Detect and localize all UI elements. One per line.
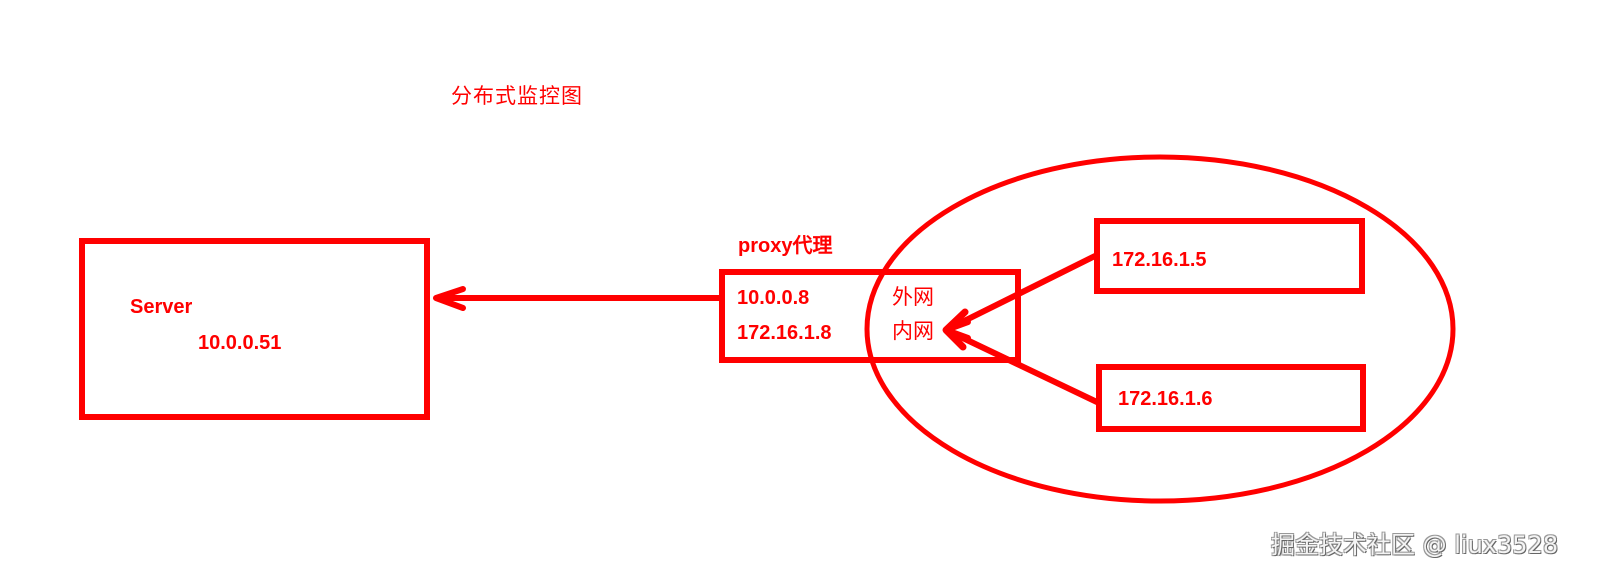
watermark: 掘金技术社区 @ liux3528 xyxy=(1271,531,1559,559)
arrow-agent1-to-proxy xyxy=(944,252,1099,333)
arrowhead-proxy-internal-icon xyxy=(942,308,971,351)
proxy-title: proxy代理 xyxy=(738,235,833,257)
arrow-proxy-to-server xyxy=(433,286,722,311)
intranet-ellipse xyxy=(864,154,1456,504)
proxy-external-ip: 10.0.0.8 xyxy=(737,287,810,309)
agent-box-2 xyxy=(1096,364,1366,432)
server-ip: 10.0.0.51 xyxy=(198,332,282,354)
agent-1-ip: 172.16.1.5 xyxy=(1112,249,1207,271)
server-box xyxy=(79,238,430,420)
arrow-agent2-to-proxy xyxy=(944,327,1101,406)
proxy-internal-ip: 172.16.1.8 xyxy=(737,322,832,344)
agent-2-ip: 172.16.1.6 xyxy=(1118,388,1213,410)
proxy-external-label: 外网 xyxy=(892,285,934,309)
server-name: Server xyxy=(130,296,193,318)
diagram-title: 分布式监控图 xyxy=(451,84,583,108)
proxy-internal-label: 内网 xyxy=(892,319,934,343)
